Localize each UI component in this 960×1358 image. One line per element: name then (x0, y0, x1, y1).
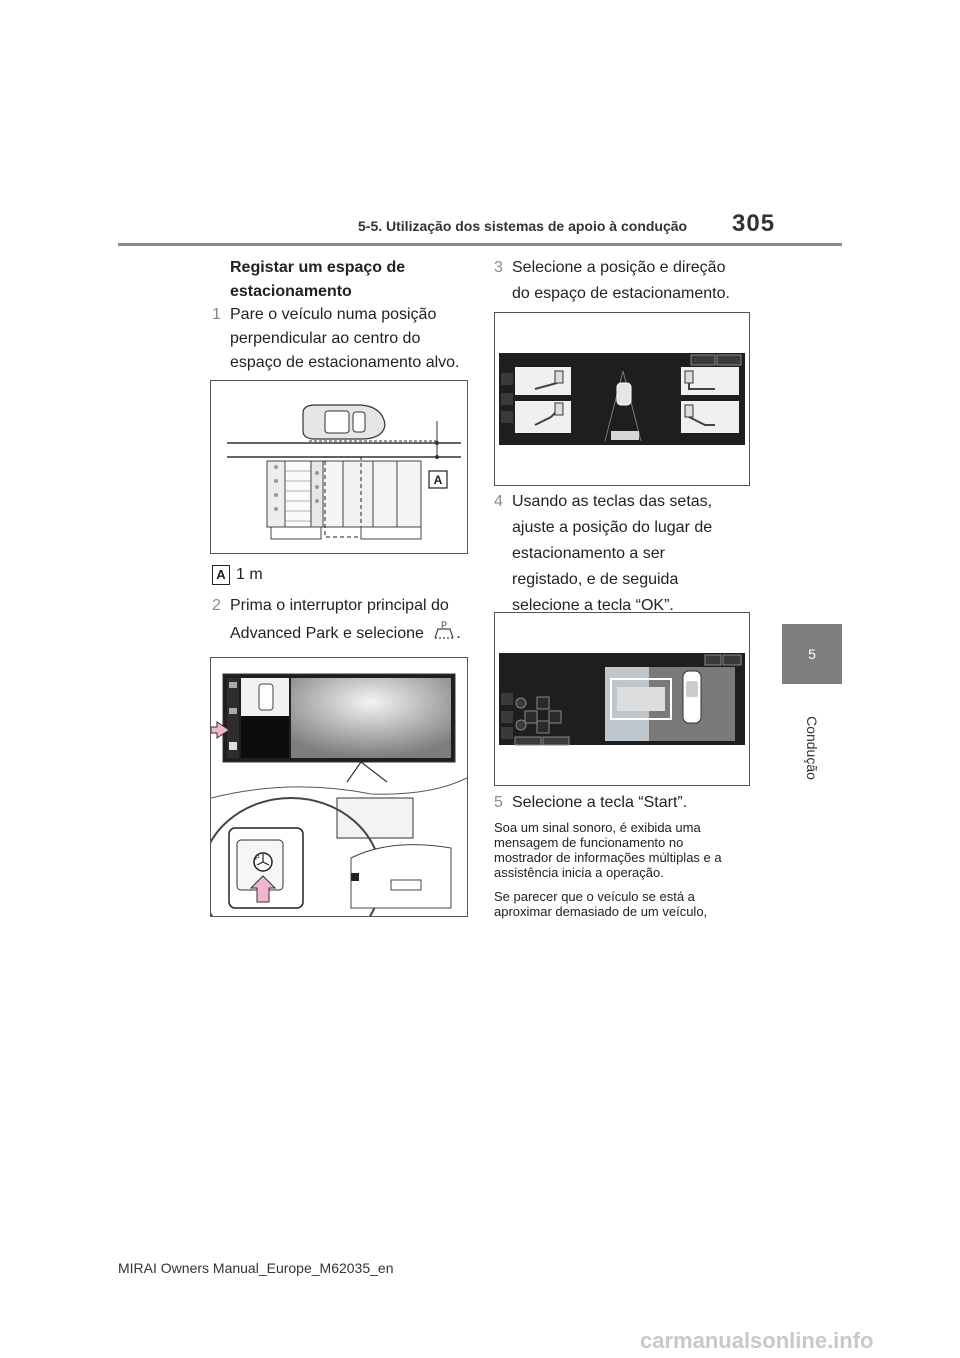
warning-paragraph: Se parecer que o veículo se está a aprox… (494, 889, 764, 919)
step-number: 2 (212, 597, 221, 614)
header-divider (118, 243, 842, 246)
step-1-line3: espaço de estacionamento alvo. (230, 354, 460, 371)
step-4-line1: Usando as teclas das setas, (512, 493, 713, 510)
step-number: 1 (212, 306, 221, 323)
step-2: 2 Prima o interruptor principal do Advanc… (212, 594, 476, 646)
step-number: 5 (494, 794, 503, 811)
step-2-period: . (456, 625, 461, 642)
step-number: 3 (494, 259, 503, 276)
select-position-screen (499, 353, 745, 445)
step-1-line1: Pare o veículo numa posição (230, 306, 437, 323)
callout-value: 1 m (236, 566, 263, 583)
operation-paragraph-line4: assistência inicia a operação. (494, 865, 664, 880)
svg-text:P: P (441, 620, 447, 630)
parking-diagram: A (227, 404, 461, 540)
step-2-line2: Advanced Park e selecione (230, 625, 424, 642)
callout-letter-icon: A (212, 564, 230, 585)
warning-paragraph-line2: aproximar demasiado de um veículo, (494, 904, 708, 919)
operation-paragraph-line2: mensagem de funcionamento no (494, 835, 684, 850)
section-heading: Registar um espaço de estacionamento (230, 256, 405, 304)
step-3: 3 Selecione a posição e direção do espaço… (494, 256, 754, 306)
step-4-line2: ajuste a posição do lugar de (512, 519, 713, 536)
page-number: 305 (732, 210, 776, 237)
dashboard-diagram: P (211, 673, 467, 916)
watermark: carmanualsonline.info (640, 1328, 874, 1353)
step-2-line1: Prima o interruptor principal do (230, 597, 449, 614)
section-title: 5-5. Utilização dos sistemas de apoio à … (358, 218, 688, 234)
parking-space-icon: P (434, 620, 454, 639)
operation-paragraph-line1: Soa um sinal sonoro, é exibida uma (494, 820, 701, 835)
step-5-text: Selecione a tecla “Start”. (512, 794, 688, 811)
manual-footer: MIRAI Owners Manual_Europe_M62035_en (118, 1260, 394, 1276)
figure-parking-position: A (210, 380, 468, 554)
step-4-line3: estacionamento a ser (512, 545, 665, 562)
figure-select-position (494, 312, 750, 486)
chapter-tab[interactable]: 5 (782, 624, 842, 684)
figure-dashboard: P (210, 657, 468, 917)
adjust-position-screen (499, 653, 745, 746)
figure-adjust-position (494, 612, 750, 786)
warning-paragraph-line1: Se parecer que o veículo se está a (494, 889, 695, 904)
step-1: 1 Pare o veículo numa posição perpendicul… (212, 303, 472, 375)
operation-paragraph-line3: mostrador de informações múltiplas e a (494, 850, 722, 865)
operation-paragraph: Soa um sinal sonoro, é exibida uma mensa… (494, 820, 764, 880)
section-heading-line2: estacionamento (230, 283, 352, 300)
step-3-line1: Selecione a posição e direção (512, 259, 726, 276)
callout-legend: A 1 m (212, 563, 263, 587)
section-heading-line1: Registar um espaço de (230, 259, 406, 276)
step-number: 4 (494, 493, 503, 510)
step-3-line2: do espaço de estacionamento. (512, 285, 730, 302)
chapter-label: Condução (804, 716, 820, 780)
park-button-letter: P (255, 855, 260, 862)
step-4-line4: registado, e de seguida (512, 571, 679, 588)
step-5: 5 Selecione a tecla “Start”. (494, 791, 754, 815)
car-icon (302, 404, 386, 440)
step-4: 4 Usando as teclas das setas, ajuste a po… (494, 490, 754, 618)
step-1-line2: perpendicular ao centro do (230, 330, 421, 347)
step-4-line5: selecione a tecla “OK”. (512, 597, 674, 614)
svg-text:A: A (434, 473, 443, 487)
